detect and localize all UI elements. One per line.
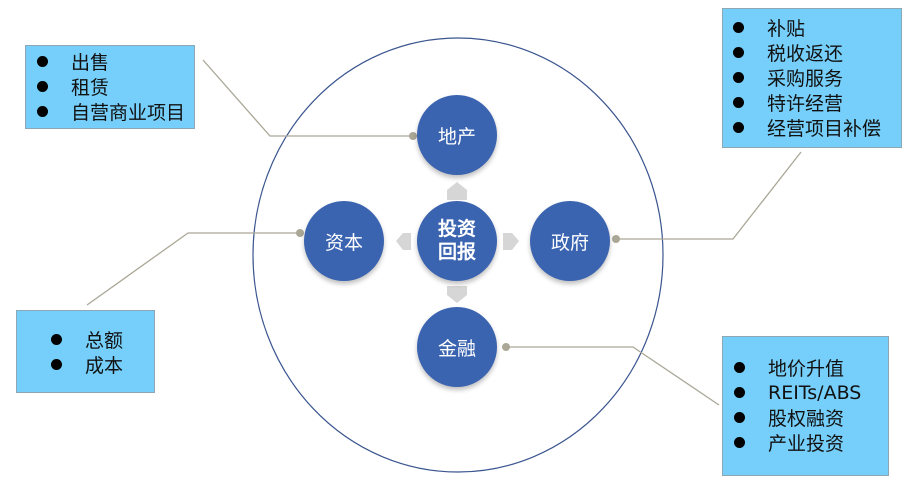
node-government: 政府 xyxy=(530,201,610,281)
bullet-icon xyxy=(734,387,745,398)
connector-government xyxy=(617,151,802,240)
node-label: 政府 xyxy=(550,231,589,254)
arrow-down-icon xyxy=(447,286,467,303)
bullet-icon xyxy=(51,359,62,370)
bullet-icon xyxy=(733,47,744,58)
connector-finance xyxy=(507,346,720,406)
arrow-up-icon xyxy=(447,182,467,200)
connector-real-estate xyxy=(202,59,411,137)
list-item: 采购服务 xyxy=(733,65,901,90)
bullet-icon xyxy=(734,412,745,423)
callout-government: 补贴 税收返还 采购服务 特许经营 经营项目补偿 xyxy=(722,8,902,148)
list-item: 地价升值 xyxy=(734,355,888,380)
callout-finance: 地价升值 REITs/ABS 股权融资 产业投资 xyxy=(722,336,889,476)
bullet-icon xyxy=(37,81,48,92)
list-item: 补贴 xyxy=(733,15,901,40)
arrow-right-icon xyxy=(503,233,519,250)
node-investment-return: 投资 回报 xyxy=(417,201,497,281)
list-item: 税收返还 xyxy=(733,40,901,65)
node-label: 地产 xyxy=(437,125,476,148)
list-item: 特许经营 xyxy=(733,90,901,115)
node-real-estate: 地产 xyxy=(417,95,497,175)
callout-real-estate: 出售 租赁 自营商业项目 xyxy=(25,45,195,129)
connector-capital xyxy=(86,232,299,306)
arrow-left-icon xyxy=(396,233,411,250)
list-item: 出售 xyxy=(37,49,194,74)
bullet-icon xyxy=(734,437,745,448)
bullet-icon xyxy=(733,72,744,83)
list-item: 自营商业项目 xyxy=(37,99,194,124)
outer-ellipse xyxy=(252,37,664,473)
node-label: 资本 xyxy=(324,231,363,254)
bullet-icon xyxy=(733,97,744,108)
list-item: 产业投资 xyxy=(734,430,888,455)
node-label: 金融 xyxy=(437,337,476,360)
callout-capital: 总额 成本 xyxy=(16,310,155,393)
list-item: 成本 xyxy=(51,352,154,377)
center-label-line1: 投资 xyxy=(437,218,476,240)
list-item: 股权融资 xyxy=(734,405,888,430)
bullet-icon xyxy=(37,106,48,117)
node-capital: 资本 xyxy=(304,201,384,281)
center-label-line2: 回报 xyxy=(437,241,476,263)
node-finance: 金融 xyxy=(417,307,497,387)
bullet-icon xyxy=(734,362,745,373)
list-item: REITs/ABS xyxy=(734,380,888,405)
bullet-icon xyxy=(51,334,62,345)
bullet-icon xyxy=(37,56,48,67)
list-item: 总额 xyxy=(51,327,154,352)
bullet-icon xyxy=(733,122,744,133)
list-item: 经营项目补偿 xyxy=(733,115,901,140)
list-item: 租赁 xyxy=(37,74,194,99)
bullet-icon xyxy=(733,22,744,33)
